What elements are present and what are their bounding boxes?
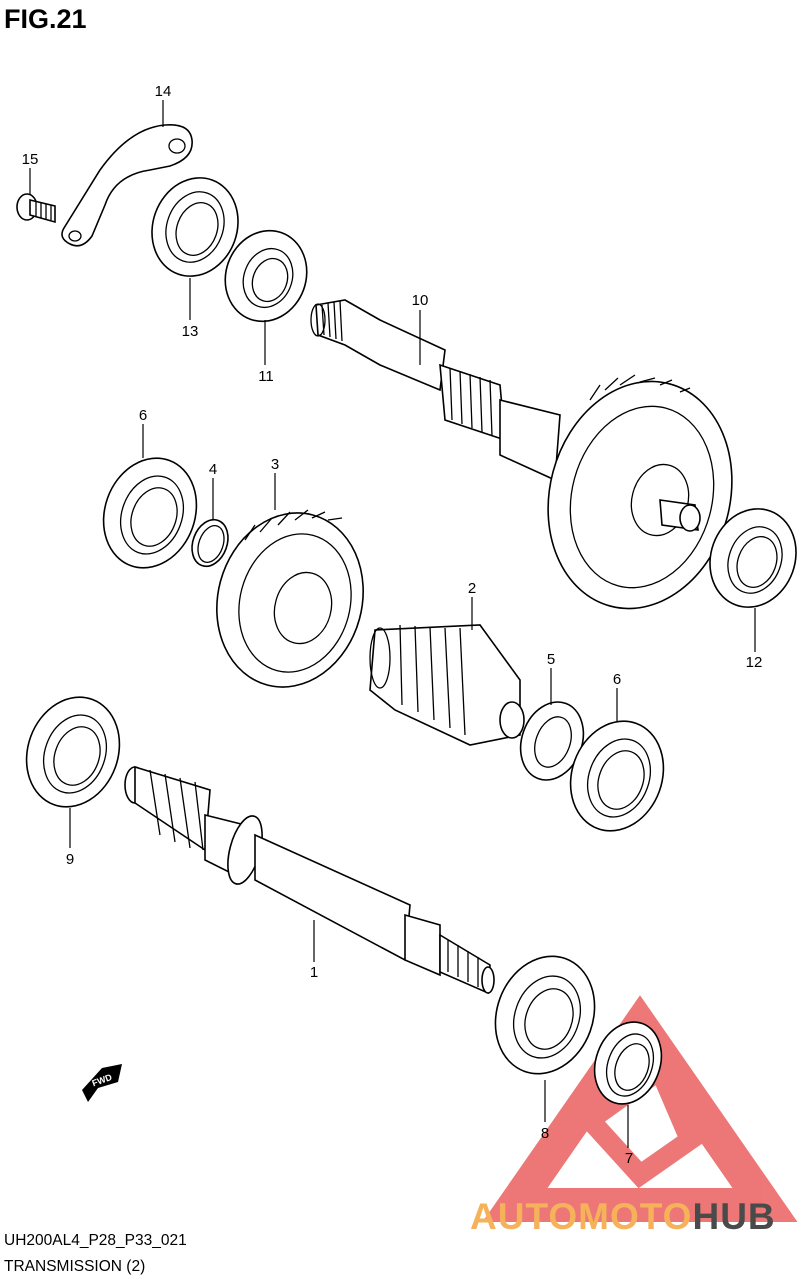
- callout-12: 12: [746, 654, 763, 671]
- part-9-bearing: [25, 696, 121, 808]
- figure-code: UH200AL4_P28_P33_021: [4, 1232, 187, 1249]
- part-13-bearing: [151, 177, 239, 277]
- part-10-output-shaft: [310, 299, 733, 610]
- part-2-drive-gear: [369, 624, 525, 746]
- part-11-seal: [224, 229, 308, 323]
- figure-name: TRANSMISSION (2): [4, 1258, 146, 1275]
- part-3-gear: [216, 509, 364, 688]
- callout-8: 8: [541, 1125, 549, 1142]
- callout-4: 4: [209, 461, 217, 478]
- watermark-text-part1: AUTOMOTO: [470, 1196, 693, 1237]
- callout-14: 14: [155, 83, 172, 100]
- part-6-bearing-lower: [569, 720, 665, 832]
- callout-7: 7: [625, 1150, 633, 1167]
- callout-15: 15: [22, 151, 39, 168]
- fwd-arrow-icon: FWD: [82, 1064, 122, 1102]
- callout-10: 10: [412, 292, 429, 309]
- part-8-bearing: [494, 955, 596, 1075]
- callout-6-upper: 6: [139, 407, 147, 424]
- part-7-oil-seal: [593, 1021, 663, 1105]
- callout-6-lower: 6: [613, 671, 621, 688]
- callout-11: 11: [258, 368, 274, 385]
- callout-labels: 14 15 13 11 10 6 4 3 12 2 5 6 9 1 8 7: [22, 83, 763, 1167]
- callout-13: 13: [182, 323, 199, 340]
- part-12-bearing: [709, 508, 797, 608]
- callout-2: 2: [468, 580, 476, 597]
- watermark-text: AUTOMOTOHUB: [470, 1196, 776, 1238]
- figure-title: FIG.21: [4, 4, 87, 34]
- part-4-circlip: [191, 518, 229, 568]
- part-6-bearing-upper: [102, 457, 198, 569]
- part-1-input-shaft: [124, 765, 495, 995]
- callout-5: 5: [547, 651, 555, 668]
- callout-1: 1: [310, 964, 318, 981]
- watermark-text-part2: HUB: [692, 1196, 776, 1237]
- part-14-bracket: [61, 123, 193, 247]
- callout-3: 3: [271, 456, 279, 473]
- callout-9: 9: [66, 851, 74, 868]
- part-15-screw: [16, 193, 56, 224]
- leader-lines: [29, 100, 756, 1148]
